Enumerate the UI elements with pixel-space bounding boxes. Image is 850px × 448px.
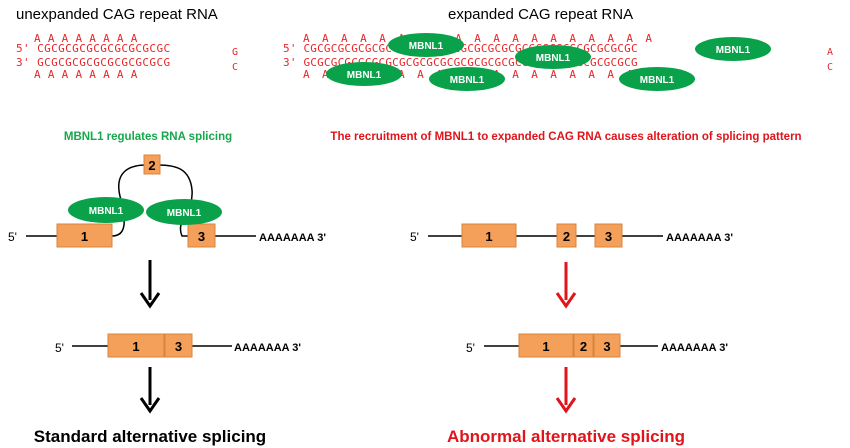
- expanded-mbnl1-group: MBNL1 MBNL1 MBNL1 MBNL1 MBNL1 MBNL1: [326, 33, 771, 91]
- right-arrow-2: [555, 367, 577, 414]
- exon-1: 1: [107, 333, 165, 358]
- poly-a-tail: AAAAAAA 3': [259, 232, 326, 244]
- svg-text:2: 2: [580, 339, 587, 354]
- mbnl1-protein: MBNL1: [68, 197, 144, 223]
- svg-text:MBNL1: MBNL1: [716, 45, 751, 56]
- svg-text:3: 3: [175, 339, 182, 354]
- expanded-turn-2: C: [827, 62, 833, 73]
- mbnl1-protein: MBNL1: [515, 45, 591, 69]
- left-arrow-1: [139, 260, 161, 309]
- unexpanded-bottom-strand: 3' GCGCGCGCGCGCGCGCGCG: [16, 56, 171, 69]
- svg-text:MBNL1: MBNL1: [89, 206, 124, 217]
- svg-text:MBNL1: MBNL1: [347, 70, 382, 81]
- svg-text:2: 2: [563, 229, 570, 244]
- exon-1: 1: [518, 333, 574, 358]
- five-prime-label: 5': [55, 341, 64, 355]
- exon-3: 3: [594, 223, 623, 248]
- exon-2: 2: [143, 154, 161, 175]
- svg-text:3: 3: [605, 229, 612, 244]
- left-title: unexpanded CAG repeat RNA: [16, 6, 218, 23]
- svg-text:3: 3: [603, 339, 610, 354]
- right-arrow-1: [555, 262, 577, 309]
- mbnl1-protein: MBNL1: [695, 37, 771, 61]
- exon-2: 2: [573, 333, 594, 358]
- mbnl1-protein: MBNL1: [429, 67, 505, 91]
- unexpanded-loop-top: AAAAAAAA: [34, 32, 145, 45]
- left-result: Standard alternative splicing: [34, 427, 266, 446]
- unexpanded-turn-2: C: [232, 62, 238, 73]
- mbnl1-protein: MBNL1: [146, 199, 222, 225]
- exon-1: 1: [461, 223, 517, 248]
- exon-3: 3: [593, 333, 621, 358]
- svg-text:MBNL1: MBNL1: [167, 208, 202, 219]
- left-mature-mrna: 5' 1 3 AAAAAAA 3': [55, 333, 301, 358]
- left-arrow-2: [139, 367, 161, 414]
- mbnl1-protein: MBNL1: [388, 33, 464, 57]
- svg-text:MBNL1: MBNL1: [409, 41, 444, 52]
- unexpanded-hairpin: AAAAAAAA 5' CGCGCGCGCGCGCGCGCGC 3' GCGCG…: [16, 32, 238, 81]
- expanded-turn: A: [827, 47, 833, 58]
- poly-a-tail: AAAAAAA 3': [234, 342, 301, 354]
- five-prime-label: 5': [466, 341, 475, 355]
- svg-text:1: 1: [485, 229, 492, 244]
- left-pre-mrna: 5' 1 2 3 MBNL1 MBNL1 AAAAAAA 3': [8, 154, 326, 248]
- unexpanded-top-strand: 5' CGCGCGCGCGCGCGCGCGC: [16, 42, 171, 55]
- unexpanded-loop-bottom: AAAAAAAA: [34, 68, 145, 81]
- mbnl1-protein: MBNL1: [326, 62, 402, 86]
- svg-text:MBNL1: MBNL1: [536, 53, 571, 64]
- svg-text:1: 1: [542, 339, 549, 354]
- exon-3: 3: [187, 223, 216, 248]
- svg-text:MBNL1: MBNL1: [640, 75, 675, 86]
- svg-text:1: 1: [81, 229, 88, 244]
- right-pre-mrna: 5' 1 2 3 AAAAAAA 3': [410, 223, 733, 248]
- mbnl1-protein: MBNL1: [619, 67, 695, 91]
- exon-1: 1: [56, 223, 113, 248]
- svg-text:2: 2: [148, 158, 155, 173]
- svg-text:3: 3: [198, 229, 205, 244]
- right-title: expanded CAG repeat RNA: [448, 6, 633, 23]
- poly-a-tail: AAAAAAA 3': [666, 232, 733, 244]
- poly-a-tail: AAAAAAA 3': [661, 342, 728, 354]
- left-subtitle: MBNL1 regulates RNA splicing: [64, 131, 232, 143]
- right-mature-mrna: 5' 1 2 3 AAAAAAA 3': [466, 333, 728, 358]
- five-prime-label: 5': [8, 230, 17, 244]
- right-result: Abnormal alternative splicing: [447, 427, 685, 446]
- exon-2: 2: [556, 223, 577, 248]
- unexpanded-turn: G: [232, 47, 238, 58]
- five-prime-label: 5': [410, 230, 419, 244]
- svg-text:1: 1: [132, 339, 139, 354]
- exon-3: 3: [164, 333, 193, 358]
- right-subtitle: The recruitment of MBNL1 to expanded CAG…: [330, 131, 801, 143]
- svg-text:MBNL1: MBNL1: [450, 75, 485, 86]
